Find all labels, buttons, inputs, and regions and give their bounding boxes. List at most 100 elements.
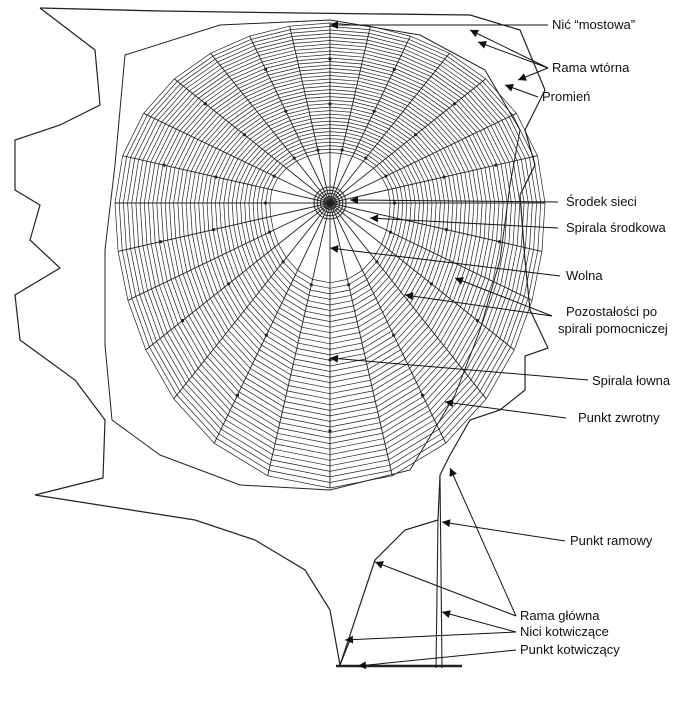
arrow-secondary-frame-2: [477, 41, 549, 69]
capture-spiral-turn: [194, 89, 466, 383]
auxiliary-spiral-dot: [497, 240, 502, 244]
auxiliary-spiral-dot: [203, 102, 208, 106]
web-radius: [329, 155, 538, 204]
arrow-central-spiral: [369, 214, 559, 229]
web-radius: [174, 78, 331, 204]
auxiliary-spiral-dot: [392, 333, 396, 337]
web-hub: [313, 186, 347, 220]
web-radius: [122, 155, 331, 204]
auxiliary-spiral-dot: [292, 156, 296, 160]
capture-spiral-turn: [123, 29, 537, 478]
hub-ring: [316, 189, 344, 217]
label-free-zone: Wolna: [566, 268, 603, 283]
auxiliary-spiral-dot: [214, 175, 218, 179]
labels: Nić “mostowa” Rama wtórna Promień Środek…: [520, 17, 671, 657]
capture-spiral-turn: [152, 54, 508, 439]
web-radius: [329, 53, 450, 204]
web-radius: [210, 53, 331, 204]
auxiliary-spiral-dot: [272, 174, 276, 178]
capture-spiral-turn: [173, 71, 487, 411]
arrow-main-frame-1: [374, 561, 517, 617]
web-radius: [329, 26, 371, 204]
web-radius: [329, 112, 517, 204]
capture-spiral-turn: [189, 85, 471, 389]
auxiliary-spiral-dot: [281, 260, 285, 264]
capture-spiral-turn: [164, 64, 496, 422]
web-radius: [329, 78, 486, 204]
capture-spiral-turn: [244, 131, 416, 317]
main-frame: [14, 7, 549, 666]
leader-arrows: [329, 21, 589, 670]
auxiliary-spiral-dot: [452, 102, 457, 106]
web-radius: [329, 202, 447, 444]
arrow-main-frame-2: [449, 467, 517, 617]
capture-spiral-turn: [265, 148, 395, 289]
label-auxiliary-line1: Pozostałości po: [566, 304, 657, 319]
auxiliary-spiral-dot: [494, 163, 498, 167]
arrow-free-zone: [329, 244, 561, 277]
web-radius: [329, 202, 515, 351]
web-radius: [127, 202, 331, 301]
auxiliary-spiral-dot: [444, 228, 449, 232]
capture-spiral-turn: [261, 145, 399, 295]
arrow-secondary-frame-3: [517, 67, 549, 81]
capture-spiral-turn: [248, 134, 412, 311]
label-anchor-point: Punkt kotwiczący: [520, 642, 620, 657]
auxiliary-spiral-dot: [347, 283, 351, 287]
arrow-auxiliary-2: [404, 292, 553, 317]
auxiliary-spiral-dot: [227, 282, 231, 286]
capture-spiral-turn: [177, 75, 483, 406]
auxiliary-spiral-dot: [264, 333, 268, 337]
web-radius: [267, 202, 331, 476]
web-drawing: [14, 7, 549, 669]
label-bridge-thread: Nić “mostowa”: [552, 17, 635, 32]
web-radius: [145, 202, 331, 351]
web-radius: [329, 202, 393, 476]
secondary-frame: [104, 19, 521, 491]
capture-spiral-turn: [240, 127, 420, 322]
hub-ring: [326, 199, 334, 207]
web-radius: [329, 202, 487, 400]
auxiliary-spiral-dot: [429, 282, 433, 286]
arrow-radius: [504, 83, 539, 98]
capture-spiral-turn: [135, 40, 525, 461]
hub-ring: [323, 196, 337, 210]
capture-spiral-turn: [139, 43, 521, 456]
hub-ring: [313, 186, 347, 220]
web-radius: [173, 202, 331, 400]
auxiliary-spiral-dot: [372, 109, 376, 113]
auxiliary-spiral-dot: [420, 393, 425, 397]
auxiliary-spiral-dot: [414, 133, 418, 137]
label-frame-point: Punkt ramowy: [570, 533, 653, 548]
auxiliary-spiral-dot: [328, 429, 332, 433]
web-radius: [289, 26, 331, 204]
auxiliary-spiral-dot: [364, 156, 368, 160]
auxiliary-spiral-dot: [242, 133, 246, 137]
capture-spiral-turn: [223, 113, 437, 345]
auxiliary-spiral-dot: [442, 175, 446, 179]
arrow-auxiliary-1: [454, 277, 553, 317]
label-capture-spiral: Spirala łowna: [592, 373, 671, 388]
capture-spiral-turn: [219, 110, 441, 350]
capture-spiral-turn: [231, 120, 429, 334]
auxiliary-spiral-dot: [264, 67, 268, 71]
web-radius: [329, 202, 543, 252]
web-radius: [117, 202, 331, 252]
arrow-anchor-threads-2: [441, 610, 517, 633]
capture-spiral-turn: [256, 141, 404, 300]
label-web-center: Środek sieci: [566, 194, 637, 209]
auxiliary-spiral-dot: [328, 57, 332, 61]
auxiliary-spiral-dot: [162, 163, 166, 167]
auxiliary-spiral-dot: [211, 228, 216, 232]
arrow-anchor-point: [357, 649, 517, 670]
bridge-thread: [39, 7, 471, 16]
hub-ring: [319, 192, 341, 214]
capture-spiral-turn: [118, 26, 542, 483]
web-radius: [213, 202, 331, 444]
auxiliary-spiral-dot: [392, 67, 396, 71]
auxiliary-spiral-dot: [375, 260, 379, 264]
capture-spiral-turn: [198, 92, 462, 378]
capture-spiral-threads: [114, 22, 546, 489]
web-radius: [329, 35, 411, 204]
